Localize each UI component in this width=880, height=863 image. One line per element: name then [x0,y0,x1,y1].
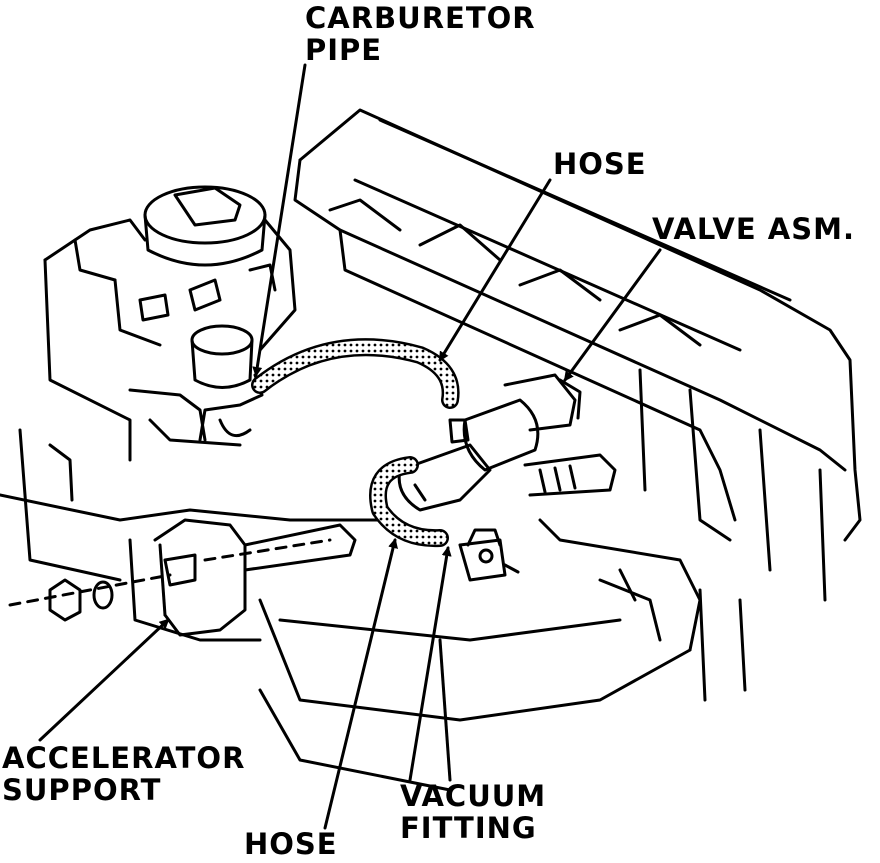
label-accelerator-support-line2: SUPPORT [2,773,162,807]
label-hose-lower: HOSE [244,827,338,861]
accelerator-nut [8,538,332,622]
label-valve-asm: VALVE ASM. [652,212,855,246]
label-vacuum-fitting-line1: VACUUM [400,779,547,813]
label-carburetor-pipe-line1: CARBURETOR [305,1,536,35]
leader-hose-lower [323,538,398,830]
label-accelerator-support-line1: ACCELERATOR [2,741,246,775]
valve-assembly [397,373,617,512]
leader-vacuum-fitting [408,546,452,782]
valve-cover [293,108,862,602]
leader-valve-asm [563,248,662,382]
vacuum-fitting [458,528,520,582]
label-hose-upper: HOSE [553,147,647,181]
label-vacuum-fitting: VACUUM FITTING [400,780,546,844]
intake-manifold [0,428,747,792]
leader-accelerator-support [38,618,170,742]
leader-carburetor-pipe [252,63,307,377]
label-accelerator-support: ACCELERATOR SUPPORT [2,742,245,806]
label-vacuum-fitting-line2: FITTING [400,811,537,845]
accelerator-support-bracket [153,518,357,637]
leader-hose-upper [438,178,552,362]
label-carburetor-pipe: CARBURETOR PIPE [305,2,536,66]
label-carburetor-pipe-line2: PIPE [305,33,383,67]
carburetor [43,185,297,462]
